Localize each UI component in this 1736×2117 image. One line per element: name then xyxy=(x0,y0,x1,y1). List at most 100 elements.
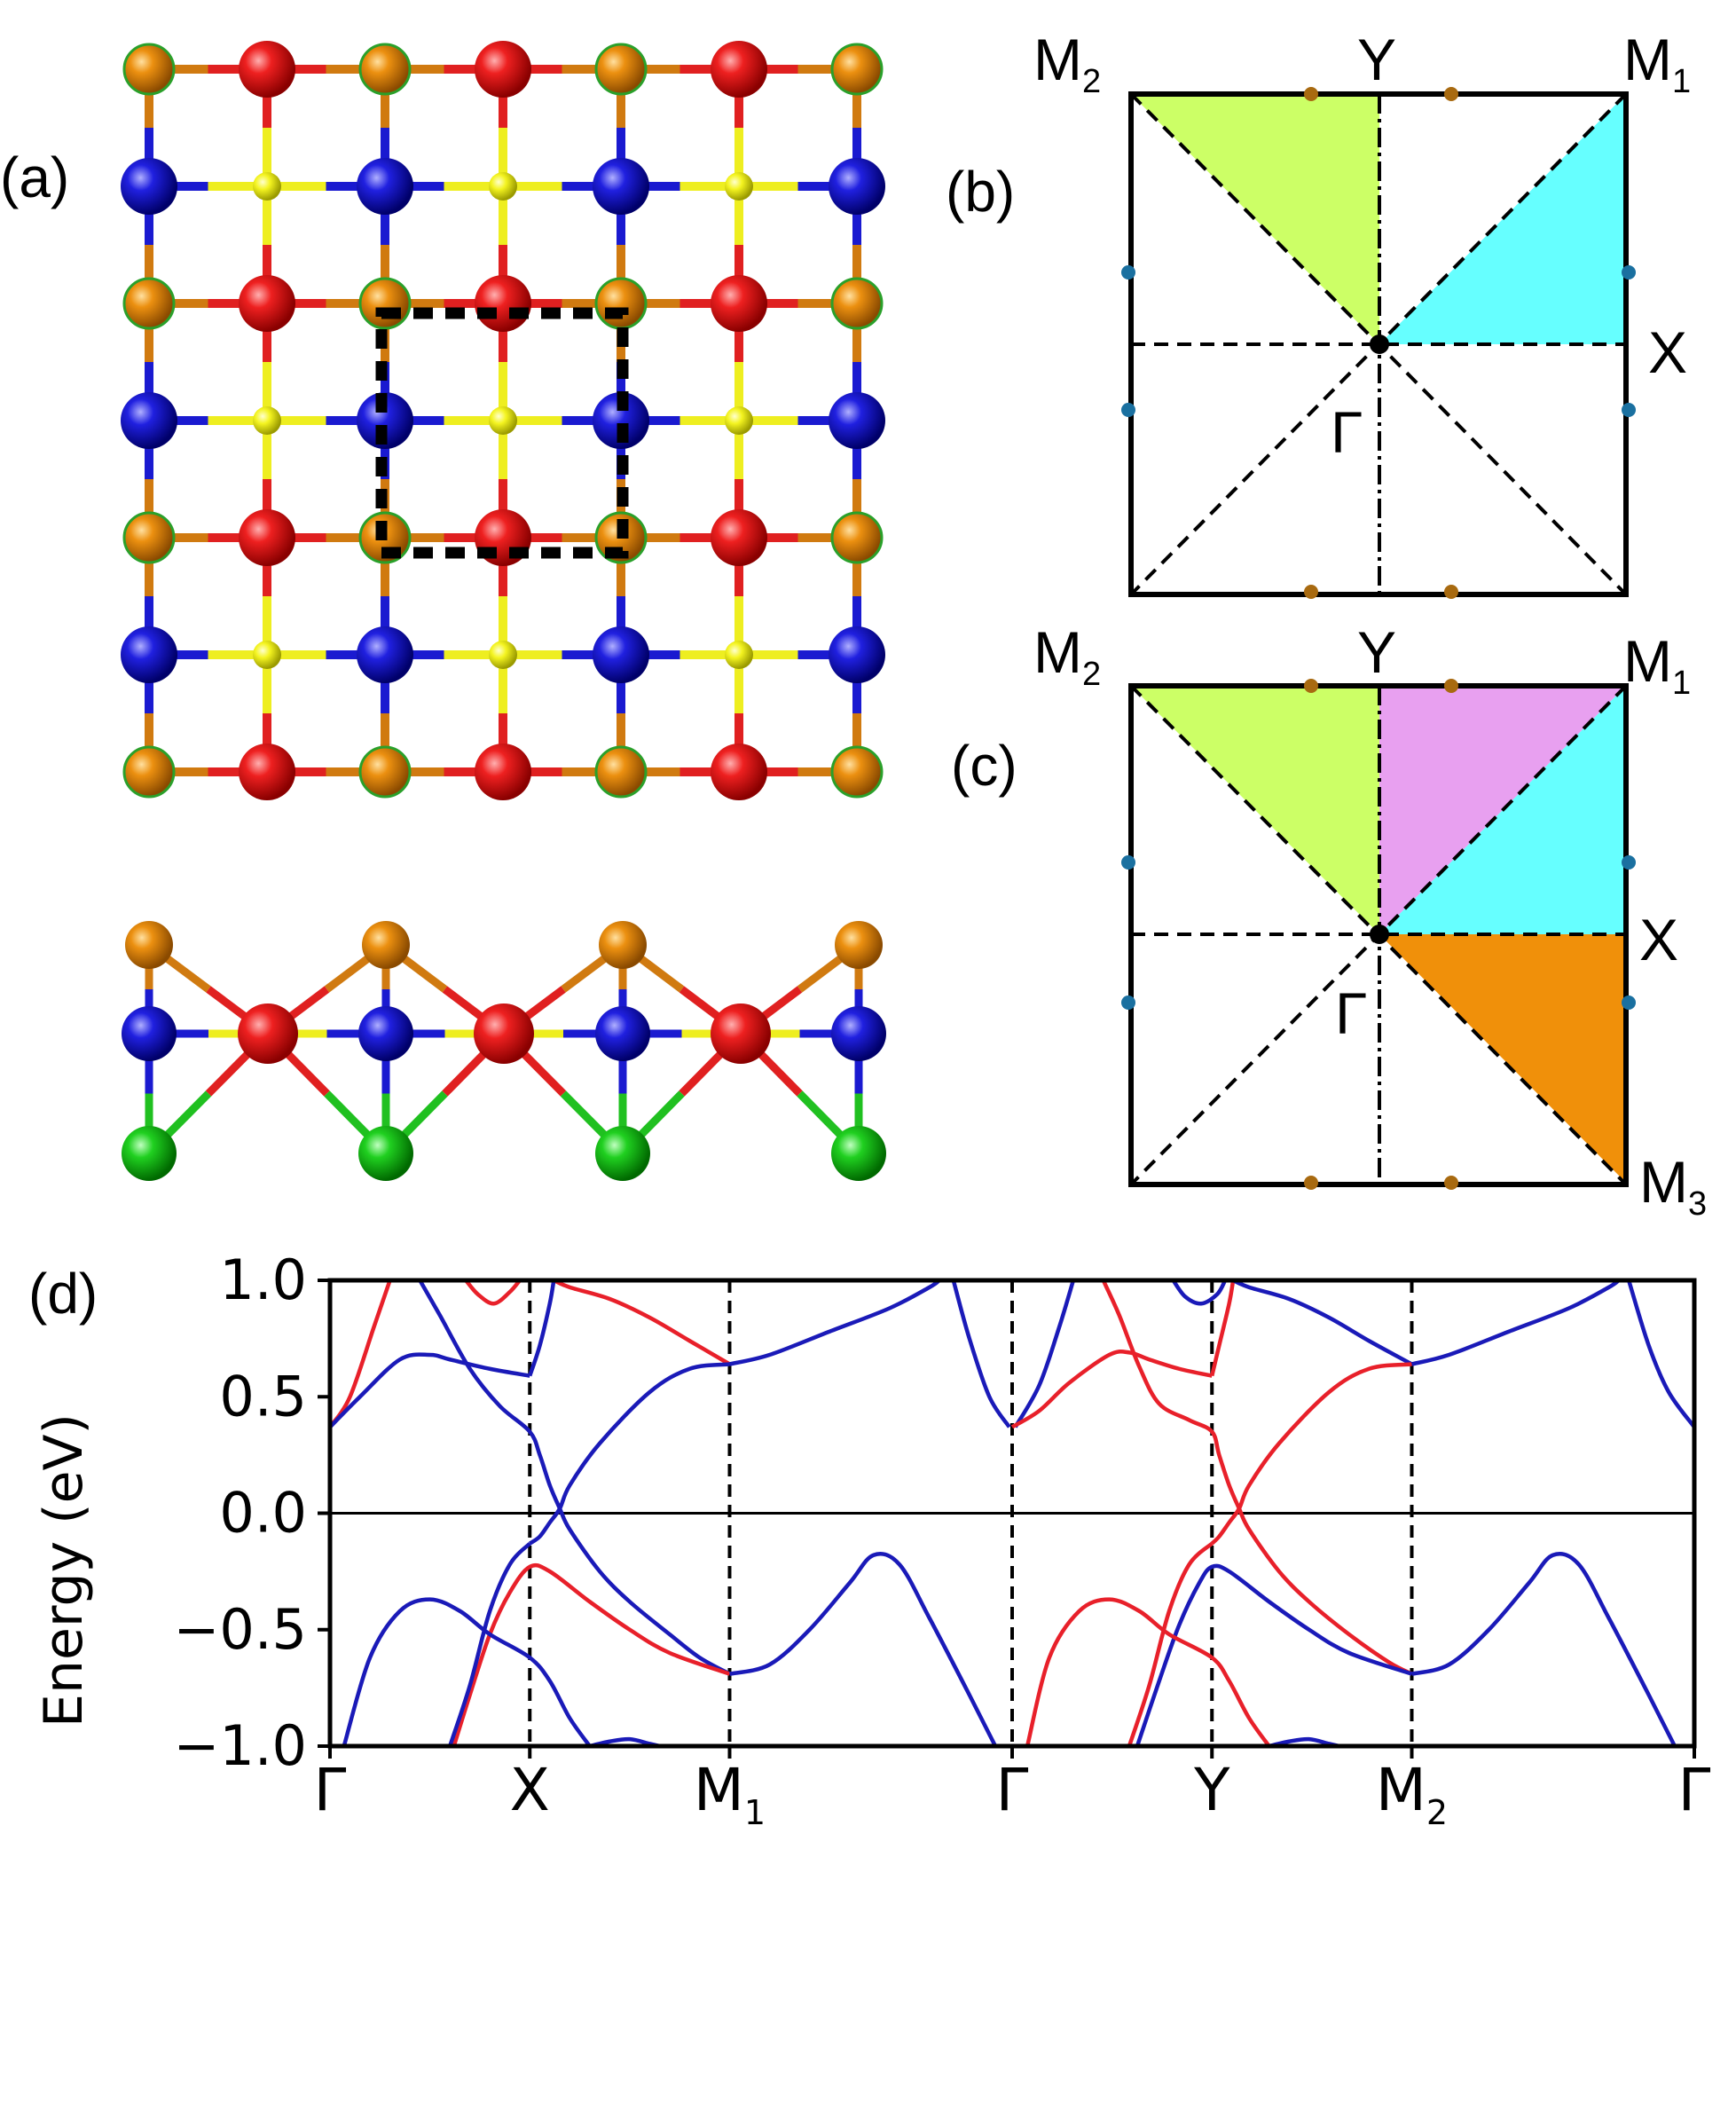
orange-atom xyxy=(358,745,412,799)
blue-atom xyxy=(831,1006,886,1061)
blue-atom xyxy=(595,1006,650,1061)
yellow-atom xyxy=(489,641,517,669)
orange-atom xyxy=(599,921,647,969)
red-atom xyxy=(239,509,295,566)
blue-atom xyxy=(357,158,413,215)
kpoint-label: M1 xyxy=(694,1756,766,1832)
bands xyxy=(330,1280,1694,1746)
yellow-atom xyxy=(253,641,281,669)
panel-c: (c) M2 Y M1 X Γ M3 xyxy=(951,619,1707,1223)
blue-atom xyxy=(357,392,413,449)
orange-atom xyxy=(358,43,412,96)
orange-atom xyxy=(358,277,412,330)
boundary-dots xyxy=(1121,679,1636,1190)
panel-a: (a) xyxy=(0,41,886,1181)
orange-atom xyxy=(122,43,176,96)
band-line-blue xyxy=(342,1597,592,1746)
blue-atom xyxy=(829,392,885,449)
band-line-blue xyxy=(728,1552,998,1746)
unit-cell-outline xyxy=(375,307,629,559)
red-atom xyxy=(711,41,767,98)
y-tick-label: 1.0 xyxy=(219,1247,307,1312)
orange-atom xyxy=(122,511,176,564)
red-atom xyxy=(239,41,295,98)
blue-atom xyxy=(121,626,177,683)
orange-atom xyxy=(594,745,648,799)
y-tick-label: −1.0 xyxy=(173,1713,307,1778)
band-line-red xyxy=(452,1562,731,1746)
yellow-atom xyxy=(253,172,281,201)
bz-b-label-m1: M1 xyxy=(1623,27,1691,100)
band-line-red xyxy=(1127,1541,1214,1746)
blue-atom xyxy=(121,392,177,449)
blue-atom xyxy=(357,626,413,683)
blue-atom xyxy=(829,158,885,215)
kpoint-label: Γ xyxy=(314,1756,347,1824)
band-line-blue xyxy=(1013,1280,1076,1428)
blue-atom xyxy=(593,158,649,215)
bz-c-label-x: X xyxy=(1639,907,1678,972)
red-atom xyxy=(238,1003,298,1064)
panel-c-label: (c) xyxy=(951,734,1017,798)
green-atom xyxy=(122,1126,177,1181)
band-line-red xyxy=(553,1280,731,1366)
yellow-atom xyxy=(489,172,517,201)
orange-atom xyxy=(830,511,884,564)
red-atom xyxy=(239,275,295,332)
blue-atom xyxy=(829,626,885,683)
orange-atom xyxy=(594,277,648,330)
kpoint-label: Γ xyxy=(1678,1756,1711,1824)
band-line-red xyxy=(1210,1280,1236,1377)
band-line-red xyxy=(330,1280,392,1428)
band-line-blue xyxy=(728,1280,941,1366)
orange-atom xyxy=(362,921,410,969)
kpoint-label: Γ xyxy=(996,1756,1029,1824)
yellow-atom xyxy=(725,406,753,435)
panel-b-label: (b) xyxy=(946,160,1015,224)
bz-c-label-m3: M3 xyxy=(1639,1149,1707,1223)
green-atom xyxy=(358,1126,413,1181)
blue-atom xyxy=(593,392,649,449)
band-line-blue xyxy=(1171,1280,1228,1306)
orange-atom xyxy=(122,745,176,799)
crystal-side-view xyxy=(122,921,886,1181)
blue-atom xyxy=(358,1006,413,1061)
band-line-blue xyxy=(1410,1280,1621,1366)
bz-c-label-m1: M1 xyxy=(1623,628,1691,702)
yellow-atom xyxy=(725,641,753,669)
band-line-blue xyxy=(448,1541,531,1746)
bz-b-label-x: X xyxy=(1648,319,1687,385)
green-atom xyxy=(595,1126,650,1181)
blue-atom xyxy=(122,1006,177,1061)
yellow-atom xyxy=(489,406,517,435)
orange-atom xyxy=(594,43,648,96)
y-tick-label: −0.5 xyxy=(173,1597,307,1662)
bz-c-label-m2: M2 xyxy=(1033,619,1101,693)
orange-atom xyxy=(830,745,884,799)
band-line-blue xyxy=(1410,1552,1677,1746)
red-atom xyxy=(475,275,531,332)
yellow-atom xyxy=(253,406,281,435)
blue-atom xyxy=(121,158,177,215)
boundary-dots xyxy=(1121,87,1636,599)
red-atom xyxy=(711,275,767,332)
band-line-blue xyxy=(1135,1563,1413,1746)
bz-c-label-y: Y xyxy=(1357,619,1396,685)
red-atom xyxy=(474,1003,534,1064)
orange-atom xyxy=(835,921,883,969)
band-line-red xyxy=(1010,1349,1213,1429)
gamma-point xyxy=(1370,334,1389,354)
band-line-red xyxy=(1101,1280,1413,1676)
panel-b: (b) M2 Y M1 X Γ xyxy=(946,27,1691,599)
red-atom xyxy=(475,41,531,98)
y-tick-label: 0.5 xyxy=(219,1364,307,1428)
red-atom xyxy=(711,509,767,566)
green-atom xyxy=(831,1126,886,1181)
y-tick-label: 0.0 xyxy=(219,1481,307,1546)
band-line-blue xyxy=(951,1280,1011,1428)
red-atom xyxy=(239,744,295,800)
bz-b-label-y: Y xyxy=(1357,27,1396,92)
